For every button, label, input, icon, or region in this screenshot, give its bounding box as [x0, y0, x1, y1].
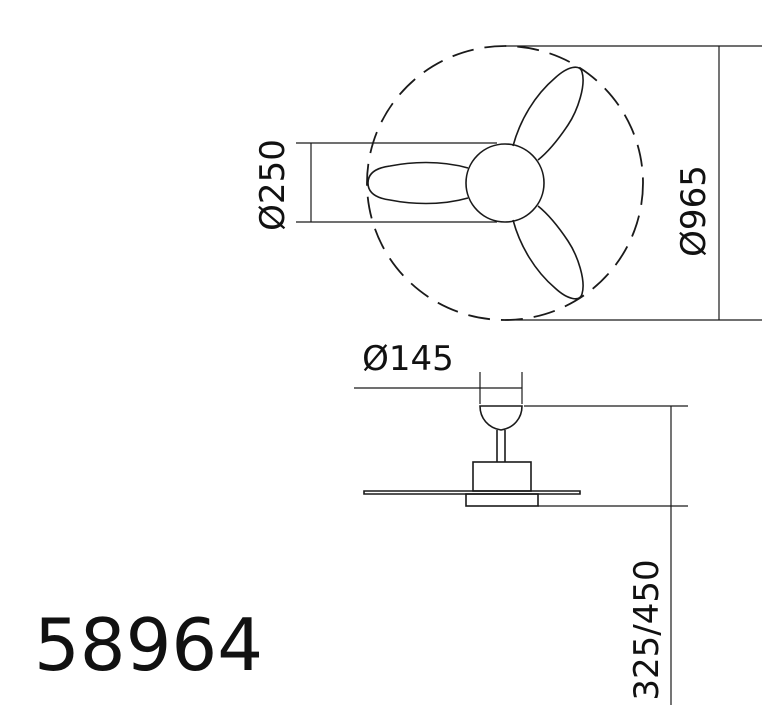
blade-sweep-circle: [366, 45, 644, 321]
motor-diameter-label: Ø250: [253, 139, 293, 231]
canopy-diameter-label: Ø145: [362, 339, 454, 379]
blade-left: [367, 161, 469, 205]
blade-top-right: [512, 66, 584, 161]
canopy: [479, 405, 523, 431]
motor-diameter-dimension: Ø250: [253, 139, 497, 231]
height-label: 325/450: [627, 559, 667, 700]
side-view: Ø145 325/450: [354, 339, 688, 705]
motor-housing: [472, 461, 532, 492]
blade-diameter-dimension: Ø965: [505, 45, 762, 321]
bottom-cover: [465, 493, 539, 507]
motor-hub: [465, 143, 545, 223]
top-view: Ø965 Ø250: [253, 45, 762, 321]
blade-diameter-label: Ø965: [674, 165, 714, 257]
side-blades: [363, 490, 581, 495]
height-dimension: 325/450: [524, 405, 688, 705]
canopy-diameter-dimension: Ø145: [354, 339, 523, 404]
model-number: 58964: [34, 603, 263, 687]
blade-bottom-right: [512, 205, 584, 300]
